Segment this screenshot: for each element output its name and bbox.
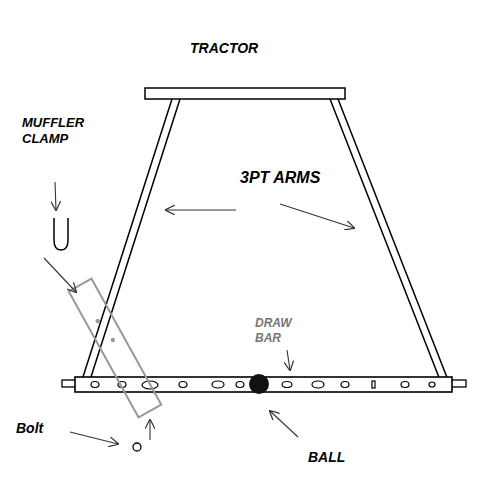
ball-label: BALL [308, 449, 345, 467]
bolt-symbol [133, 443, 141, 451]
arms-label: 3PT ARMS [240, 168, 320, 188]
u-bolt [54, 218, 68, 250]
hitch-ball [249, 374, 269, 394]
tractor-bar [145, 88, 345, 99]
clamp-label: MUFFLER CLAMP [22, 115, 110, 148]
clamp-plate [69, 279, 162, 418]
drawbar-label: DRAW BAR [255, 316, 307, 346]
bolt-label: Bolt [16, 420, 43, 438]
tractor-label: TRACTOR [190, 40, 258, 58]
leader-arrows [44, 182, 354, 444]
three-point-arms [82, 99, 448, 380]
